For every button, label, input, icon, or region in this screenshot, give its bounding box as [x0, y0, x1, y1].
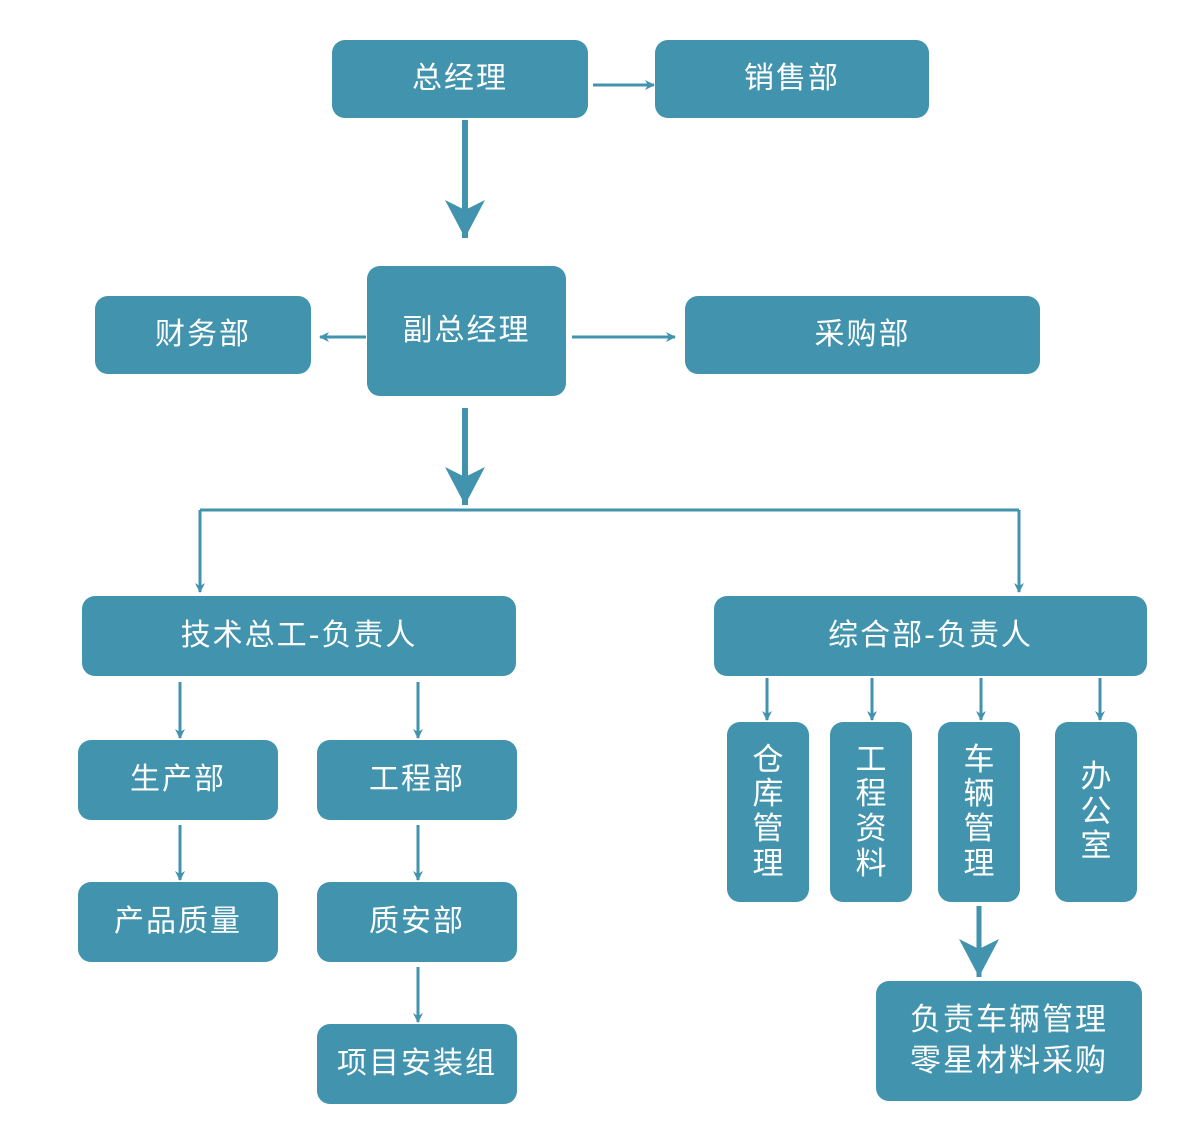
engineering-dept-box[interactable]: 工程部: [317, 740, 517, 820]
vehicle-duty-line1: 负责车辆管理: [910, 1001, 1108, 1038]
chief-engineer-box[interactable]: 技术总工-负责人: [82, 596, 516, 676]
deputy-general-manager-label: 副总经理: [402, 313, 531, 348]
product-quality-label: 产品质量: [114, 904, 242, 939]
procurement-dept-box[interactable]: 采购部: [685, 296, 1040, 374]
chief-engineer-label: 技术总工-负责人: [180, 618, 418, 653]
quality-safety-dept-box[interactable]: 质安部: [317, 882, 517, 962]
finance-dept-label: 财务部: [155, 317, 251, 352]
vehicle-duties-box[interactable]: 负责车辆管理 零星材料采购: [876, 981, 1142, 1101]
procurement-dept-label: 采购部: [814, 317, 911, 352]
engineering-docs-label: 工程资料: [855, 741, 887, 882]
engineering-docs-box[interactable]: 工程资料: [830, 722, 912, 902]
vehicle-mgmt-label: 车辆管理: [963, 741, 995, 882]
general-manager-box[interactable]: 总经理: [332, 40, 588, 118]
warehouse-mgmt-label: 仓库管理: [752, 741, 784, 882]
general-manager-label: 总经理: [412, 61, 508, 96]
admin-dept-label: 综合部-负责人: [828, 618, 1033, 653]
office-box[interactable]: 办公室: [1055, 722, 1137, 902]
product-quality-box[interactable]: 产品质量: [78, 882, 278, 962]
warehouse-mgmt-box[interactable]: 仓库管理: [727, 722, 809, 902]
vehicle-duty-line2: 零星材料采购: [910, 1043, 1108, 1079]
engineering-dept-label: 工程部: [369, 762, 465, 797]
office-label: 办公室: [1080, 758, 1112, 865]
production-dept-label: 生产部: [130, 762, 226, 797]
deputy-general-manager-box[interactable]: 副总经理: [367, 266, 566, 396]
sales-dept-label: 销售部: [744, 61, 840, 96]
production-dept-box[interactable]: 生产部: [78, 740, 278, 820]
finance-dept-box[interactable]: 财务部: [95, 296, 311, 374]
project-install-team-label: 项目安装组: [337, 1046, 497, 1081]
sales-dept-box[interactable]: 销售部: [655, 40, 929, 118]
project-install-team-box[interactable]: 项目安装组: [317, 1024, 517, 1104]
quality-safety-dept-label: 质安部: [369, 904, 465, 939]
admin-dept-box[interactable]: 综合部-负责人: [714, 596, 1147, 676]
vehicle-mgmt-box[interactable]: 车辆管理: [938, 722, 1020, 902]
